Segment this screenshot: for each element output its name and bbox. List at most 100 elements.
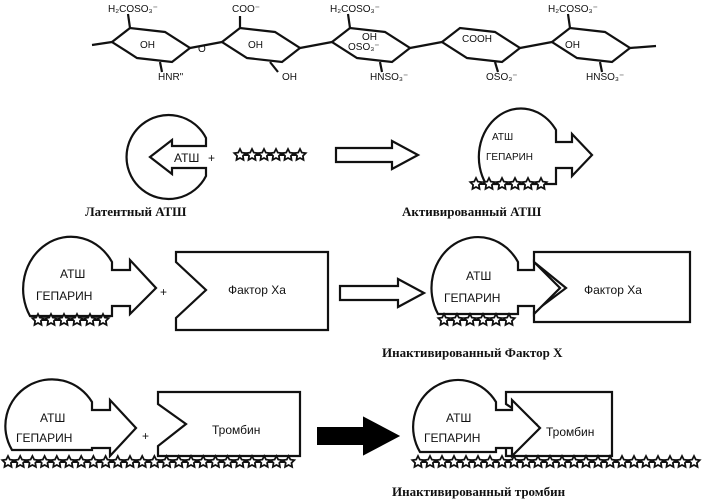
heparin-unit xyxy=(85,453,102,469)
bond-3a xyxy=(346,13,352,29)
inactivated-complex-row3 xyxy=(412,378,542,459)
inactivated-thrombin-label: Тромбин xyxy=(546,425,594,439)
heparin-unit xyxy=(256,453,272,469)
heparin-unit xyxy=(134,453,150,469)
heparin-unit xyxy=(146,453,163,469)
atiii-heparin-complex-row3 xyxy=(4,378,138,459)
chem-h2coso3-1: H₂COSO₃⁻ xyxy=(108,4,158,15)
heparin-unit xyxy=(158,453,175,469)
heparin-unit xyxy=(602,453,618,469)
factor-xa-label: Фактор Ха xyxy=(228,283,286,297)
chem-hnr: HNR" xyxy=(158,72,184,83)
heparin-unit xyxy=(662,453,678,469)
heparin-chain-row2-right xyxy=(436,311,517,327)
row2-plus: + xyxy=(160,285,167,299)
link-3 xyxy=(409,40,443,50)
sugar-ring-5 xyxy=(550,26,632,64)
heparin-unit xyxy=(674,453,690,469)
heparin-unit xyxy=(507,175,523,191)
heparin-unit xyxy=(449,311,465,327)
row3-atiii-label: АТШ xyxy=(40,411,65,425)
inactivated-factor-label: Фактор Ха xyxy=(584,283,642,297)
heparin-unit xyxy=(494,175,510,191)
chem-oso3-2: OSO₃⁻ xyxy=(486,72,518,83)
activated-heparin-label: ГЕПАРИН xyxy=(486,152,533,163)
row2-right-heparin-label: ГЕПАРИН xyxy=(444,291,500,305)
heparin-unit xyxy=(446,453,462,469)
bond-4a xyxy=(493,61,500,73)
row3-right-atiii-label: АТШ xyxy=(446,411,471,425)
heparin-unit xyxy=(481,175,497,191)
heparin-unit xyxy=(122,453,138,469)
reaction-arrow-row2 xyxy=(338,277,427,309)
heparin-unit xyxy=(434,453,450,469)
reaction-arrow-row1 xyxy=(334,139,421,171)
heparin-unit xyxy=(626,453,642,469)
heparin-unit xyxy=(458,453,474,469)
bond-5b xyxy=(598,61,604,73)
heparin-unit xyxy=(578,453,594,469)
heparin-unit xyxy=(638,453,654,469)
heparin-unit xyxy=(686,453,702,469)
heparin-unit xyxy=(82,311,98,327)
inactivated-complex-row2 xyxy=(430,235,562,317)
heparin-unit xyxy=(501,311,517,327)
heparin-unit xyxy=(422,453,438,469)
bond-5a xyxy=(566,13,572,29)
caption-latent-atiii: Латентный АТШ xyxy=(85,204,187,219)
row1-plus: + xyxy=(208,151,215,165)
latent-atiii xyxy=(125,113,208,201)
chem-oh-1: OH xyxy=(140,40,155,51)
chem-oh-4: OH xyxy=(565,40,580,51)
caption-inactivated-thrombin: Инактивированный тромбин xyxy=(392,484,566,499)
heparin-unit xyxy=(268,453,285,469)
chem-hnso3-2: HNSO₃⁻ xyxy=(586,72,624,83)
row2-atiii-label: АТШ xyxy=(60,267,85,281)
heparin-unit xyxy=(12,453,28,469)
bond-2b xyxy=(269,61,279,73)
heparin-chain-row3-left xyxy=(0,453,297,469)
heparin-unit xyxy=(614,453,630,469)
chem-h2coso3-2: H₂COSO₃⁻ xyxy=(330,4,380,15)
heparin-chain-row3-right xyxy=(410,453,702,469)
heparin-unit xyxy=(533,175,549,191)
link-0 xyxy=(91,40,113,47)
heparin-unit xyxy=(506,453,522,469)
heparin-unit xyxy=(56,311,72,327)
chem-o-link: O xyxy=(198,44,206,55)
factor-xa-box xyxy=(174,250,330,332)
heparin-unit xyxy=(232,146,248,162)
thrombin-label: Тромбин xyxy=(212,423,260,437)
row3-heparin-label: ГЕПАРИН xyxy=(16,431,72,445)
heparin-unit xyxy=(171,453,187,469)
heparin-unit xyxy=(49,453,65,469)
chem-oso3-1: OSO₃⁻ xyxy=(348,42,380,53)
row2-heparin-label: ГЕПАРИН xyxy=(36,289,92,303)
heparin-unit xyxy=(494,453,510,469)
heparin-unit xyxy=(650,453,666,469)
heparin-unit xyxy=(488,311,504,327)
chem-oh-2: OH xyxy=(248,40,263,51)
chem-cooh: COOH xyxy=(462,34,492,45)
heparin-unit xyxy=(590,453,606,469)
thrombin-box xyxy=(156,390,302,458)
heparin-unit xyxy=(268,146,284,162)
bond-1b xyxy=(158,61,164,73)
bond-1a xyxy=(126,13,132,29)
activated-atiii-label: АТШ xyxy=(492,132,513,143)
latent-atiii-label: АТШ xyxy=(174,151,199,165)
chem-h2coso3-3: H₂COSO₃⁻ xyxy=(548,4,598,15)
row2-right-atiii-label: АТШ xyxy=(466,269,491,283)
heparin-unit xyxy=(36,453,53,469)
heparin-unit xyxy=(95,311,111,327)
chem-oh-5: OH xyxy=(282,72,297,83)
link-5 xyxy=(629,44,657,50)
link-4 xyxy=(519,40,553,50)
heparin-unit xyxy=(468,175,484,191)
heparin-unit xyxy=(30,311,46,327)
heparin-unit xyxy=(256,146,272,162)
chem-hnso3-1: HNSO₃⁻ xyxy=(370,72,408,83)
heparin-unit xyxy=(207,453,224,469)
heparin-chain-row1-bound xyxy=(468,175,549,191)
